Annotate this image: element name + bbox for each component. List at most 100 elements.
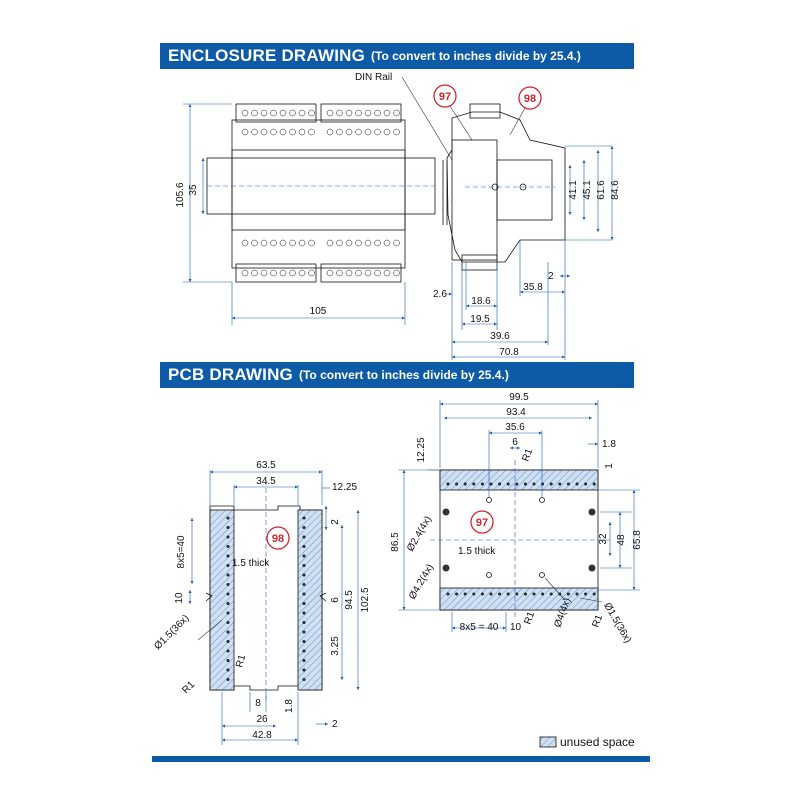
- pcb-pin: [302, 535, 306, 539]
- legend-swatch: [539, 736, 557, 748]
- left-dim-6: 6: [330, 597, 341, 603]
- pcb-pin: [489, 482, 493, 486]
- enclosure-front-view: [206, 103, 436, 283]
- din-rail-label: DIN Rail: [355, 72, 392, 83]
- terminal-screw: [355, 239, 362, 247]
- left-board-unused-left: [209, 509, 235, 691]
- pcb-pin: [446, 592, 450, 596]
- terminal-screw: [289, 239, 296, 247]
- left-dim-2-bottom: 2: [332, 719, 338, 730]
- right-dim-pitch: 8x5 = 40: [460, 622, 499, 633]
- terminal-screw: [270, 269, 277, 277]
- pcb-pin: [302, 573, 306, 577]
- enclosure-title-bar: ENCLOSURE DRAWING (To convert to inches …: [160, 43, 634, 69]
- pcb-pin: [515, 482, 519, 486]
- left-dim-63-5: 63.5: [256, 460, 276, 471]
- pcb-pin: [226, 544, 230, 549]
- pcb-pin: [549, 592, 553, 596]
- front-width-dim: 105: [310, 306, 327, 317]
- left-dim-2-top: 2: [330, 519, 341, 525]
- pcb-pin: [584, 592, 588, 596]
- terminal-screw: [241, 128, 249, 136]
- pcb-pin: [541, 482, 545, 486]
- callout-98-pcb: [266, 526, 290, 550]
- terminal-screw: [355, 128, 362, 136]
- pcb-pin: [523, 482, 527, 486]
- terminal-screw: [308, 109, 315, 117]
- terminal-screw: [383, 109, 391, 117]
- callout-97-text: 97: [439, 91, 451, 103]
- right-dim-12-25: 12.25: [416, 437, 427, 462]
- right-dim-1: 1: [604, 463, 615, 469]
- legend-label: unused space: [560, 735, 635, 749]
- terminal-screw: [308, 239, 315, 247]
- side-dim-2: 2: [548, 271, 554, 282]
- terminal-screw: [260, 109, 268, 117]
- terminal-screw: [270, 128, 277, 136]
- side-dim-2-6: 2.6: [433, 289, 447, 300]
- terminal-screw: [383, 269, 391, 277]
- pcb-pin: [575, 482, 579, 486]
- pcb-pin: [541, 592, 545, 596]
- terminal-screw: [279, 128, 287, 136]
- right-dim-86-5: 86.5: [390, 532, 401, 552]
- pcb-pin: [226, 677, 230, 682]
- pcb-pin: [226, 525, 230, 530]
- front-height-dim: 105.6: [175, 182, 186, 207]
- pcb-pin: [226, 573, 230, 577]
- side-dim-35-8: 35.8: [523, 282, 543, 293]
- pcb-title-bar: PCB DRAWING (To convert to inches divide…: [160, 362, 634, 388]
- pcb-pin: [480, 592, 484, 596]
- terminal-screw: [279, 239, 287, 247]
- pcb-pin: [446, 482, 450, 486]
- terminal-screw: [364, 109, 372, 117]
- left-dim-102-5: 102.5: [360, 587, 371, 612]
- terminal-screw: [374, 128, 381, 136]
- terminal-screw: [260, 269, 268, 277]
- left-dim-8: 8: [255, 698, 261, 709]
- left-dim-r1-a: R1: [234, 653, 248, 669]
- enclosure-subtitle: (To convert to inches divide by 25.4.): [371, 49, 581, 63]
- pcb-pin: [480, 482, 484, 486]
- left-dim-94-5: 94.5: [344, 590, 355, 610]
- left-board-thickness: 1.5 thick: [232, 558, 270, 569]
- left-board-unused-right: [297, 509, 323, 691]
- pcb-pin: [566, 592, 570, 596]
- pcb-pin: [226, 611, 230, 615]
- pcb-pin: [463, 482, 467, 486]
- pcb-pin: [532, 482, 536, 486]
- terminal-screw: [383, 128, 391, 136]
- terminal-screw: [364, 269, 372, 277]
- terminal-screw: [279, 269, 287, 277]
- side-dim-70-8: 70.8: [499, 347, 519, 358]
- hole-mid-4: [539, 572, 545, 578]
- terminal-screw: [251, 109, 258, 117]
- pcb-pin: [498, 592, 502, 596]
- terminal-screw: [260, 239, 268, 247]
- callout-97-pcb: [470, 510, 494, 534]
- left-dim-1-8: 1.8: [284, 699, 295, 713]
- callout-97: [433, 84, 457, 108]
- terminal-screw: [289, 128, 296, 136]
- terminal-screw: [308, 128, 315, 136]
- right-dim-r1-a: R1: [522, 610, 537, 626]
- terminal-screw: [241, 109, 249, 117]
- terminal-screw: [326, 109, 334, 117]
- hole-mid-3: [486, 572, 492, 578]
- right-dim-r1-top: R1: [520, 447, 535, 463]
- side-dim-61-6: 61.6: [596, 180, 607, 200]
- terminal-screw: [326, 269, 334, 277]
- terminal-screw: [279, 109, 287, 117]
- terminal-screw: [345, 269, 353, 277]
- terminal-screw: [374, 109, 381, 117]
- pcb-pin: [566, 482, 570, 486]
- right-dim-r1-b: R1: [590, 613, 605, 629]
- pcb-subtitle: (To convert to inches divide by 25.4.): [298, 368, 509, 382]
- pcb-title: PCB DRAWING: [168, 365, 293, 384]
- pcb-pin: [558, 482, 562, 486]
- pcb-left-board: [205, 480, 327, 700]
- callout-98: [518, 86, 542, 110]
- pcb-pin: [302, 582, 306, 587]
- terminal-screw: [393, 269, 400, 277]
